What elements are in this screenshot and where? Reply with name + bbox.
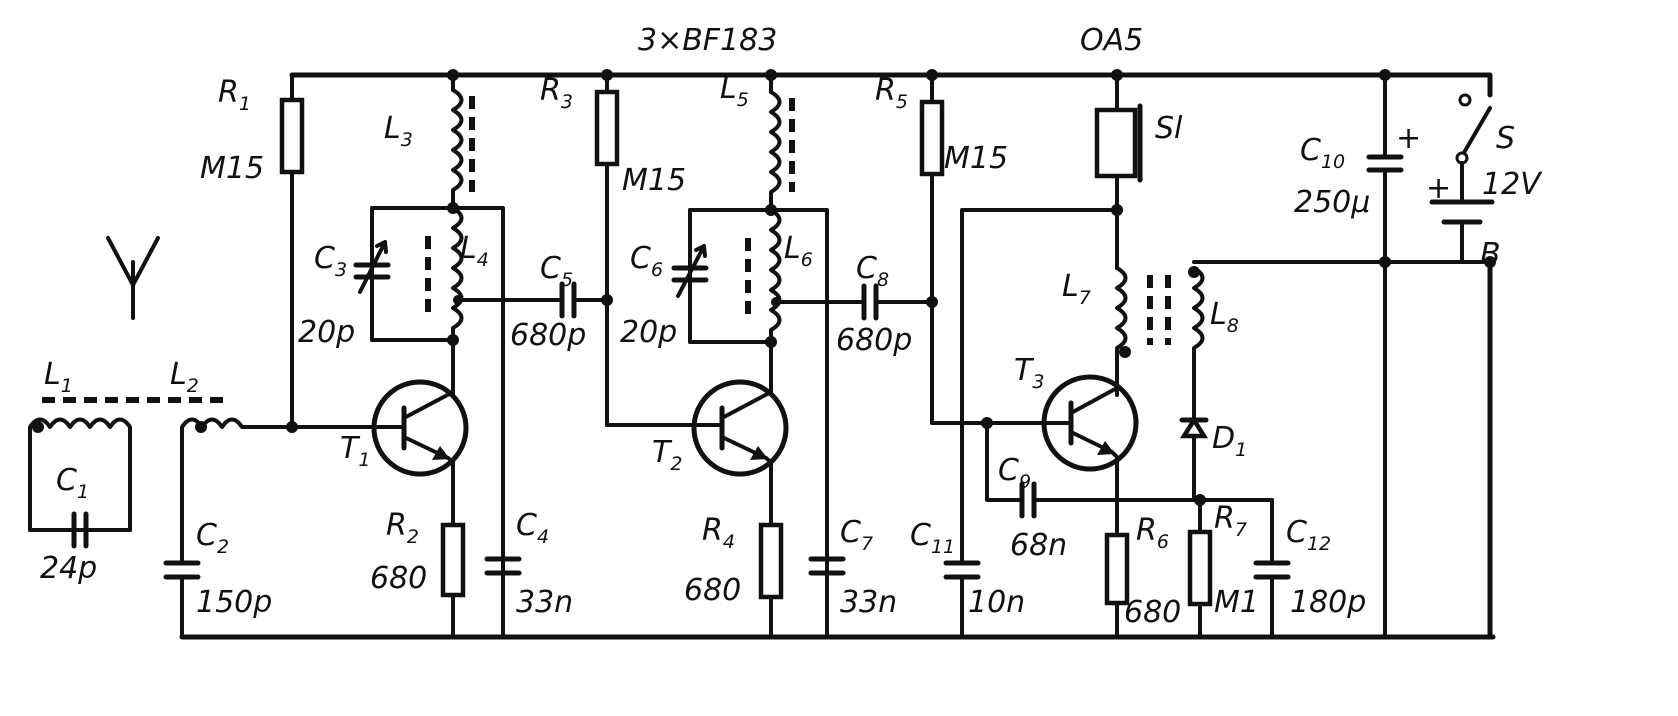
label-C9: C9 [998,453,1031,493]
label-R5: R5 [875,73,908,113]
value-C3: 20p [298,315,355,350]
label-R3: R3 [540,73,573,113]
label-Sl: Sl [1155,111,1183,146]
capacitor-C1 [28,511,132,549]
label-R4: R4 [702,513,735,553]
label-C12: C12 [1286,515,1331,555]
label-C11: C11 [910,518,955,558]
inductor-L4 [425,206,562,397]
label-B: B [1480,237,1501,272]
capacitor-C7 [808,556,846,576]
diode-D1 [1179,415,1209,502]
value-C6: 20p [620,315,677,350]
inductor-L8 [1188,256,1496,422]
value-C7: 33n [840,585,897,620]
value-R4: 680 [684,573,741,608]
inductor-L3 [447,69,475,210]
label-L3: L3 [384,111,413,151]
value-R1: M15 [200,151,264,186]
value-R3: M15 [622,163,686,198]
ground-rail [179,259,1496,640]
label-S: S [1496,121,1515,156]
c10-plus: + [1396,121,1421,156]
value-R5: M15 [944,141,1008,176]
resistor-R1 [279,73,305,433]
label-L6: L6 [784,231,813,271]
label-R1: R1 [218,75,251,115]
label-R7: R7 [1214,501,1247,541]
battery-B [1429,199,1495,264]
label-C3: C3 [314,241,347,281]
resistor-R3 [594,69,722,427]
capacitor-C11 [943,208,1119,639]
value-B: 12V [1482,167,1543,202]
variable-capacitor-C6 [671,244,709,298]
value-C8: 680p [836,323,912,358]
inductor-L1 [28,417,132,532]
capacitor-C2 [163,560,201,639]
label-C8: C8 [856,251,889,291]
headphone-Sl [1094,69,1143,270]
value-R2: 680 [370,561,427,596]
value-C12: 180p [1290,585,1366,620]
label-T3: T3 [1014,353,1044,393]
capacitor-C10 [1366,69,1404,639]
detector-label: OA5 [1080,23,1143,58]
label-L8: L8 [1210,297,1239,337]
label-R6: R6 [1136,513,1169,553]
value-C11: 10n [968,585,1025,620]
inductor-L7 [1115,266,1171,397]
supply-rail [289,72,1493,98]
label-C5: C5 [540,251,573,291]
label-C2: C2 [196,518,229,558]
label-C4: C4 [516,508,549,548]
transistor-T3 [1041,368,1139,537]
resistor-R7 [1187,498,1213,639]
inductor-L2 [180,417,297,562]
label-D1: D1 [1212,421,1247,461]
label-C7: C7 [840,515,873,555]
label-C1: C1 [56,463,89,503]
label-L2: L2 [170,357,199,397]
inductor-L5 [765,69,795,212]
resistor-R6 [1104,532,1130,639]
resistor-R4 [758,522,784,639]
value-C10: 250μ [1294,185,1370,220]
value-R6: 680 [1124,595,1181,630]
label-T2: T2 [652,435,682,475]
label-L7: L7 [1062,269,1091,309]
resistor-R5 [919,69,1072,429]
label-T1: T1 [340,431,370,471]
label-L5: L5 [720,71,749,111]
label-L1: L1 [44,357,73,397]
title-label: 3×BF183 [638,23,777,58]
capacitor-C8 [861,283,934,321]
resistor-R2 [440,522,466,639]
label-C10: C10 [1300,133,1345,173]
transistor-T2 [691,368,789,527]
value-C5: 680p [510,318,586,353]
antenna-icon [106,236,160,320]
labels: 3×BF183 OA5 R1 M15 L3 R3 M15 L5 R5 M15 S… [40,23,1543,630]
battery-plus: + [1426,171,1451,206]
switch-S [1455,93,1492,202]
value-R7: M1 [1214,585,1259,620]
label-L4: L4 [460,231,489,271]
capacitor-C12 [1253,498,1291,639]
capacitor-C9 [985,421,1274,519]
capacitor-C4 [484,556,522,576]
value-C1: 24p [40,551,97,586]
value-C2: 150p [196,585,272,620]
inductor-L6 [745,208,864,392]
label-C6: C6 [630,241,663,281]
value-C9: 68n [1010,528,1067,563]
transistor-T1 [293,358,469,527]
label-R2: R2 [386,508,419,548]
variable-capacitor-C3 [353,240,391,294]
value-C4: 33n [516,585,573,620]
